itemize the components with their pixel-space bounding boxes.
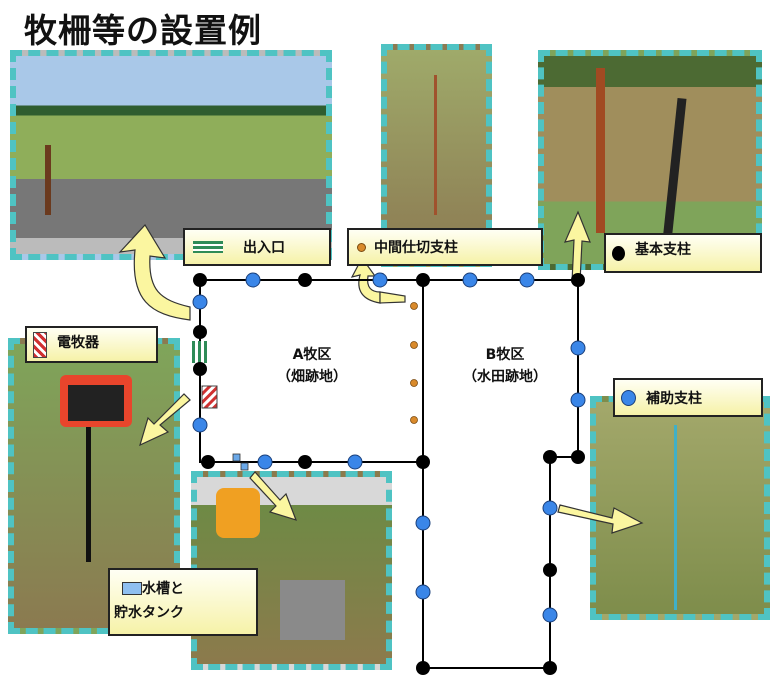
water-legend-row: 水槽と [122,578,184,598]
water-legend-icon [122,581,142,595]
partition-post-legend-icon [357,242,366,252]
gate-legend-icon [193,241,223,253]
energizer-icon [201,385,218,409]
arrow-to-gate-photo [118,224,191,321]
main-post-legend-icon [612,245,625,261]
photo-gate [10,50,332,260]
zone-b-subtitle: （水田跡地） [463,369,547,385]
legend-aux-post: 補助支柱 [613,378,763,417]
water-legend-text-2: 貯水タンク [114,605,184,621]
aux-posts [192,272,586,623]
arrow-to-main-post-photo [563,210,591,283]
aux-post-legend-icon [621,389,636,406]
zone-b: B牧区 （水田跡地） [450,344,560,388]
arrow-to-water-photo [249,471,298,521]
aux-post-legend-text: 補助支柱 [646,390,702,407]
partition-posts [410,302,418,424]
photo-post [45,145,51,215]
water-tank [216,488,260,538]
legend-partition-post: 中間仕切支柱 [347,228,543,266]
water-tank-icon [240,462,249,471]
arrow-to-aux-post-photo [557,504,644,534]
gate-legend-text: 出入口 [243,240,285,256]
partition-post-legend-text: 中間仕切支柱 [374,240,458,256]
zone-b-name: B牧区 [485,347,525,363]
legend-main-post: 基本支柱 [604,233,762,273]
main-post-legend-text: 基本支柱 [635,242,691,258]
arrow-to-energizer-photo [139,393,191,447]
photo-post [662,97,687,239]
water-trough-icon [232,453,241,462]
zone-a-subtitle: （畑跡地） [277,369,347,385]
water-trough [280,580,345,640]
photo-post [86,427,91,562]
legend-water: 水槽と 貯水タンク [108,568,258,636]
zone-a: A牧区 （畑跡地） [262,344,362,388]
photo-post [434,75,437,215]
zone-a-name: A牧区 [292,347,332,363]
solar-panel [68,385,124,421]
legend-gate: 出入口 [183,228,331,266]
water-legend-text-1: 水槽と [142,581,184,597]
photo-aux-post [590,396,770,620]
arrow-tail [379,291,406,304]
energizer-legend-icon [33,331,47,358]
page-title: 牧柵等の設置例 [24,11,262,50]
photo-post [596,68,605,233]
gate-icon [192,341,207,363]
main-posts [193,273,585,675]
legend-energizer: 電牧器 [25,326,158,363]
energizer-legend-text: 電牧器 [57,334,99,351]
photo-post [674,425,677,610]
